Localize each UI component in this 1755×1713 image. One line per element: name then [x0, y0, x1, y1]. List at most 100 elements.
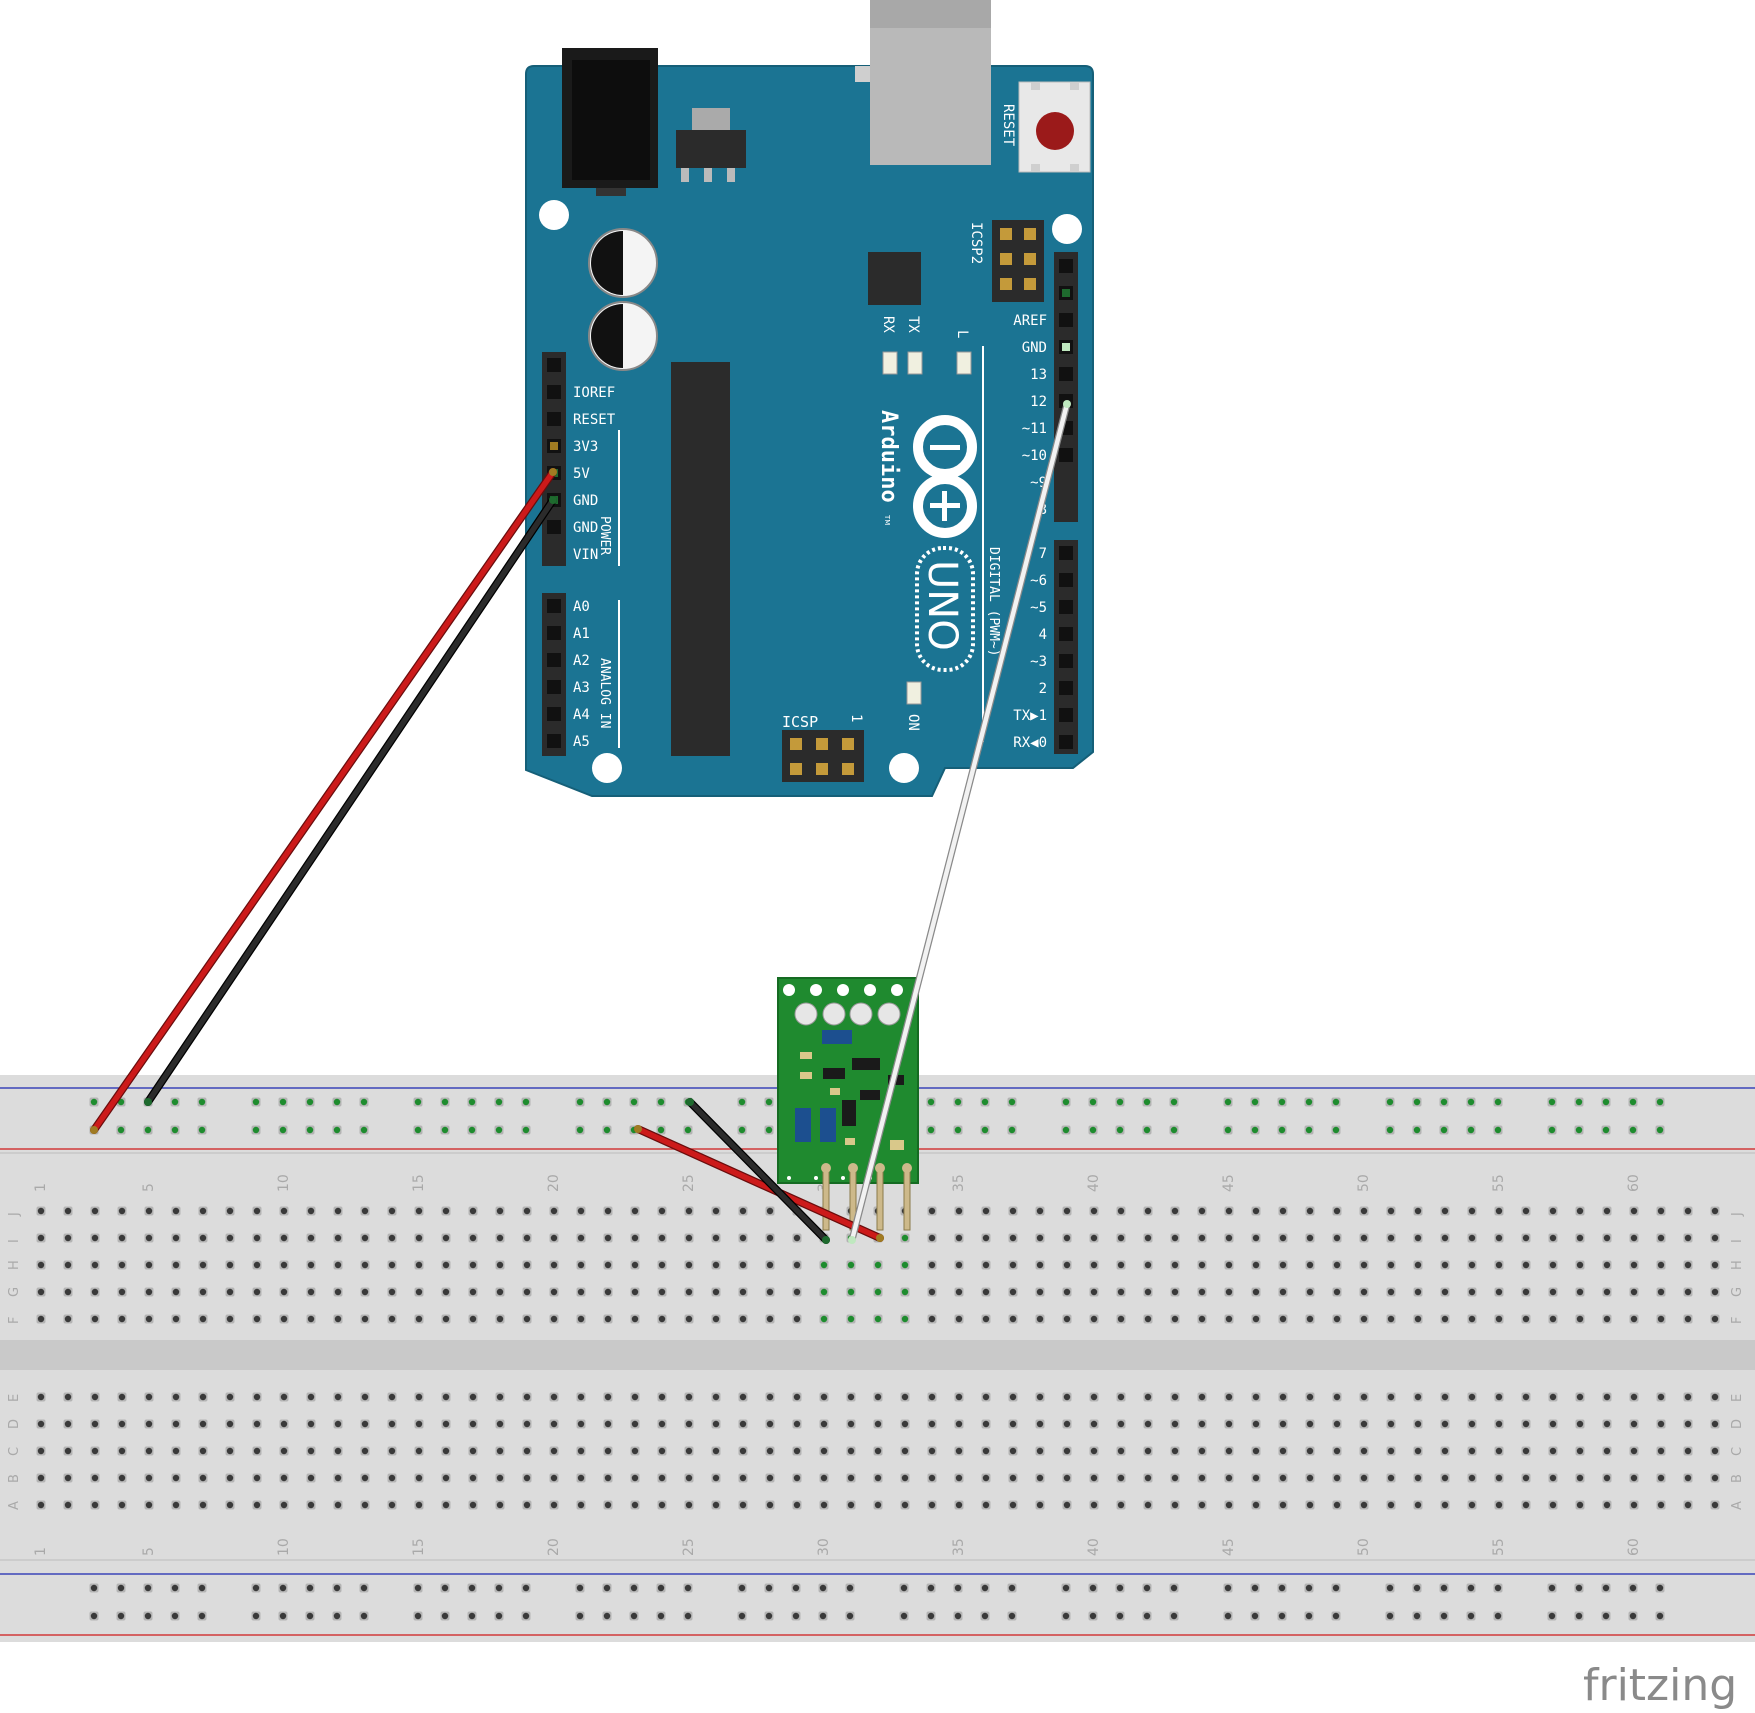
breadboard-hole[interactable]	[333, 1473, 343, 1483]
breadboard-hole[interactable]	[684, 1473, 694, 1483]
breadboard-hole[interactable]	[1035, 1473, 1045, 1483]
breadboard-hole[interactable]	[495, 1500, 505, 1510]
breadboard-hole[interactable]	[225, 1446, 235, 1456]
breadboard-hole[interactable]	[1413, 1206, 1423, 1216]
breadboard-hole[interactable]	[387, 1446, 397, 1456]
breadboard-hole[interactable]	[953, 1125, 963, 1135]
breadboard-hole[interactable]	[576, 1260, 586, 1270]
breadboard-hole[interactable]	[63, 1446, 73, 1456]
breadboard-hole[interactable]	[305, 1125, 315, 1135]
breadboard-hole[interactable]	[360, 1287, 370, 1297]
breadboard-hole[interactable]	[90, 1446, 100, 1456]
breadboard-hole[interactable]	[1305, 1419, 1315, 1429]
breadboard-hole[interactable]	[1224, 1287, 1234, 1297]
breadboard-hole[interactable]	[684, 1392, 694, 1402]
breadboard-hole[interactable]	[1575, 1473, 1585, 1483]
breadboard-hole[interactable]	[819, 1392, 829, 1402]
breadboard-hole[interactable]	[198, 1260, 208, 1270]
breadboard-hole[interactable]	[332, 1583, 342, 1593]
breadboard-hole[interactable]	[522, 1206, 532, 1216]
breadboard-hole[interactable]	[1439, 1611, 1449, 1621]
breadboard-hole[interactable]	[1304, 1611, 1314, 1621]
breadboard-hole[interactable]	[1413, 1233, 1423, 1243]
breadboard-hole[interactable]	[360, 1473, 370, 1483]
breadboard-hole[interactable]	[846, 1500, 856, 1510]
breadboard-hole[interactable]	[980, 1611, 990, 1621]
breadboard-hole[interactable]	[1629, 1500, 1639, 1510]
breadboard-hole[interactable]	[1710, 1500, 1720, 1510]
breadboard-hole[interactable]	[737, 1097, 747, 1107]
breadboard-hole[interactable]	[1008, 1392, 1018, 1402]
breadboard-hole[interactable]	[1062, 1392, 1072, 1402]
breadboard-hole[interactable]	[981, 1233, 991, 1243]
breadboard-hole[interactable]	[1629, 1287, 1639, 1297]
breadboard-hole[interactable]	[1305, 1206, 1315, 1216]
breadboard-hole[interactable]	[1224, 1473, 1234, 1483]
breadboard-hole[interactable]	[1305, 1500, 1315, 1510]
breadboard-hole[interactable]	[1169, 1611, 1179, 1621]
breadboard-hole[interactable]	[468, 1206, 478, 1216]
breadboard-hole[interactable]	[1467, 1206, 1477, 1216]
breadboard-hole[interactable]	[1493, 1125, 1503, 1135]
breadboard-hole[interactable]	[1062, 1473, 1072, 1483]
breadboard-hole[interactable]	[954, 1419, 964, 1429]
breadboard-hole[interactable]	[1547, 1125, 1557, 1135]
breadboard-hole[interactable]	[1656, 1446, 1666, 1456]
breadboard-hole[interactable]	[1359, 1206, 1369, 1216]
breadboard-hole[interactable]	[873, 1446, 883, 1456]
breadboard-hole[interactable]	[1359, 1500, 1369, 1510]
breadboard-hole[interactable]	[738, 1446, 748, 1456]
breadboard-hole[interactable]	[306, 1260, 316, 1270]
breadboard-hole[interactable]	[981, 1500, 991, 1510]
breadboard-hole[interactable]	[117, 1287, 127, 1297]
breadboard-hole[interactable]	[170, 1097, 180, 1107]
breadboard-hole[interactable]	[1656, 1314, 1666, 1324]
breadboard-hole[interactable]	[90, 1314, 100, 1324]
breadboard-hole[interactable]	[1061, 1125, 1071, 1135]
breadboard-hole[interactable]	[603, 1419, 613, 1429]
breadboard-hole[interactable]	[63, 1419, 73, 1429]
breadboard-hole[interactable]	[1143, 1500, 1153, 1510]
breadboard-hole[interactable]	[198, 1392, 208, 1402]
breadboard-hole[interactable]	[198, 1500, 208, 1510]
breadboard-hole[interactable]	[144, 1500, 154, 1510]
breadboard-hole[interactable]	[197, 1611, 207, 1621]
breadboard-hole[interactable]	[549, 1206, 559, 1216]
breadboard-hole[interactable]	[440, 1125, 450, 1135]
breadboard-hole[interactable]	[1008, 1233, 1018, 1243]
breadboard-hole[interactable]	[279, 1233, 289, 1243]
breadboard-hole[interactable]	[1548, 1287, 1558, 1297]
breadboard-hole[interactable]	[1440, 1419, 1450, 1429]
breadboard-hole[interactable]	[575, 1125, 585, 1135]
breadboard-hole[interactable]	[1250, 1611, 1260, 1621]
breadboard-hole[interactable]	[63, 1314, 73, 1324]
breadboard-hole[interactable]	[819, 1314, 829, 1324]
breadboard-hole[interactable]	[1413, 1260, 1423, 1270]
breadboard-hole[interactable]	[1142, 1125, 1152, 1135]
breadboard-hole[interactable]	[603, 1446, 613, 1456]
breadboard-hole[interactable]	[1359, 1287, 1369, 1297]
breadboard-hole[interactable]	[495, 1473, 505, 1483]
breadboard-hole[interactable]	[414, 1260, 424, 1270]
breadboard-hole[interactable]	[1602, 1287, 1612, 1297]
breadboard-hole[interactable]	[1412, 1125, 1422, 1135]
breadboard-hole[interactable]	[603, 1392, 613, 1402]
breadboard-hole[interactable]	[387, 1287, 397, 1297]
breadboard-hole[interactable]	[116, 1125, 126, 1135]
breadboard-hole[interactable]	[927, 1500, 937, 1510]
breadboard-hole[interactable]	[306, 1233, 316, 1243]
breadboard-hole[interactable]	[1548, 1206, 1558, 1216]
breadboard-hole[interactable]	[333, 1500, 343, 1510]
breadboard-hole[interactable]	[144, 1287, 154, 1297]
breadboard-hole[interactable]	[1035, 1500, 1045, 1510]
breadboard-hole[interactable]	[846, 1392, 856, 1402]
breadboard-hole[interactable]	[1331, 1611, 1341, 1621]
breadboard-hole[interactable]	[1494, 1233, 1504, 1243]
breadboard-hole[interactable]	[117, 1500, 127, 1510]
breadboard-hole[interactable]	[765, 1500, 775, 1510]
header-pin[interactable]	[547, 439, 561, 453]
breadboard-hole[interactable]	[927, 1314, 937, 1324]
breadboard-hole[interactable]	[1224, 1446, 1234, 1456]
breadboard-hole[interactable]	[791, 1611, 801, 1621]
breadboard-hole[interactable]	[765, 1314, 775, 1324]
